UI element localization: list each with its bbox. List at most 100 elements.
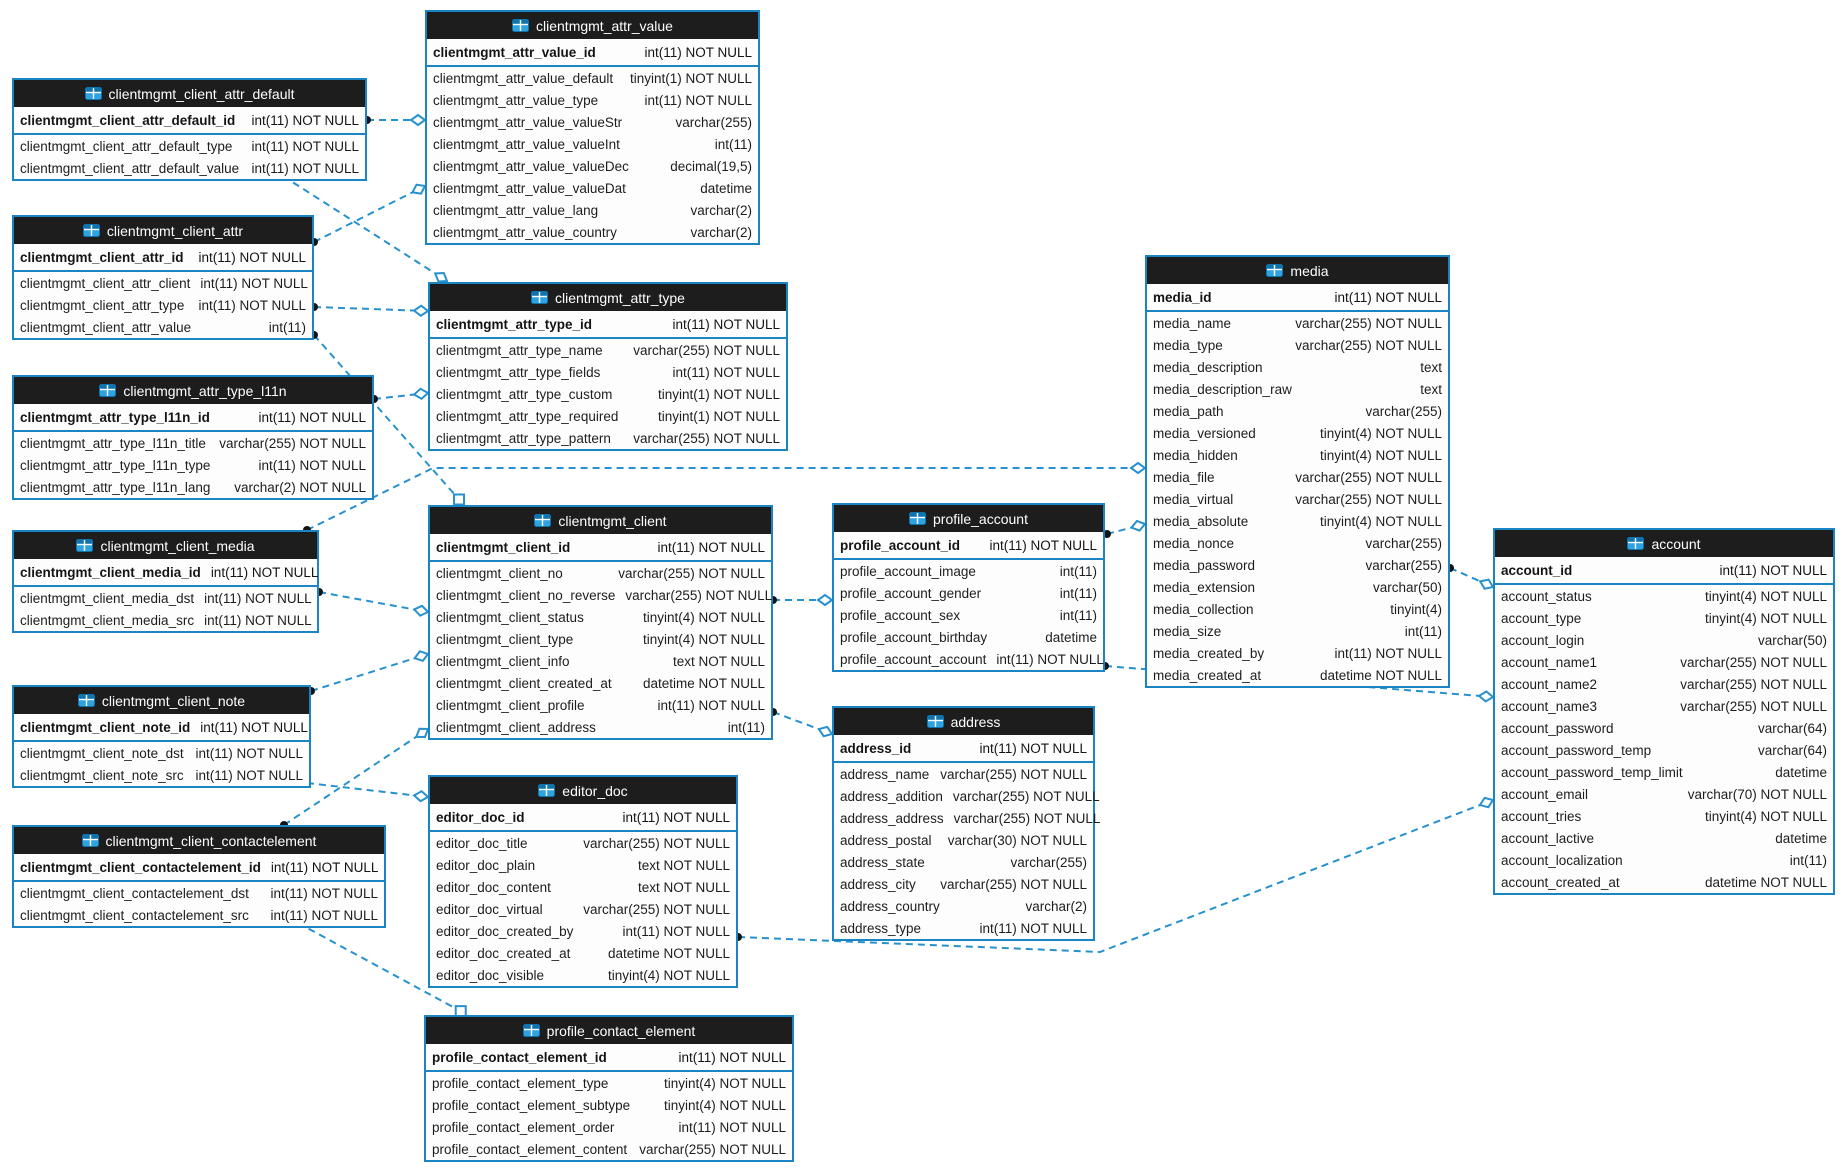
relationship-clientmgmt_client_attr-to-clientmgmt_attr_type[interactable] [310,303,430,317]
connector-diamond [816,593,834,607]
field-name: clientmgmt_attr_value_lang [433,202,599,218]
table-header[interactable]: clientmgmt_attr_type_l11n [14,377,372,404]
table-header[interactable]: clientmgmt_client_note [14,687,309,714]
table-icon [77,694,95,707]
field-type: text NOT NULL [637,879,730,895]
relationship-clientmgmt_client_note-to-clientmgmt_client[interactable] [307,650,430,695]
relationship-line[interactable] [310,653,429,692]
table-header[interactable]: media [1147,257,1448,284]
relationship-line[interactable] [313,334,464,505]
relationship-line[interactable] [313,306,429,312]
relationship-line[interactable] [373,392,429,400]
relationship-clientmgmt_client_attr_default-to-clientmgmt_attr_value[interactable] [363,113,427,127]
relationship-media-to-account[interactable] [1446,564,1495,590]
field-type: int(11) NOT NULL [657,697,765,713]
relationship-line[interactable] [282,175,448,282]
table-header[interactable]: account [1495,530,1833,557]
relationship-line[interactable] [306,467,1145,531]
table-header[interactable]: profile_account [834,505,1103,532]
table-clientmgmt_client_contactelement[interactable]: clientmgmt_client_contactelement clientmg… [12,825,386,928]
relationship-clientmgmt_client_media-to-clientmgmt_client[interactable] [315,588,430,617]
relationship-line[interactable] [318,591,429,613]
table-header[interactable]: clientmgmt_client_contactelement [14,827,384,854]
field-type: varchar(255) NOT NULL [1680,654,1827,670]
table-header[interactable]: editor_doc [430,777,736,804]
relationship-line[interactable] [313,185,426,243]
field-type: tinyint(4) NOT NULL [1704,808,1827,824]
relationship-clientmgmt_client-to-profile_account[interactable] [769,593,834,607]
connector-diamond [413,650,430,663]
field-type: varchar(255) [1365,535,1442,551]
relationship-clientmgmt_client_attr-to-clientmgmt_attr_value[interactable] [310,183,427,246]
table-header[interactable]: clientmgmt_client_media [14,532,317,559]
field-name: media_path [1153,403,1224,419]
field-name: profile_account_birthday [840,629,988,645]
field-name: clientmgmt_client_no [436,565,563,581]
field-name: profile_contact_element_subtype [432,1097,631,1113]
table-icon [81,834,99,847]
field-name: account_tries [1501,808,1582,824]
table-header[interactable]: clientmgmt_client_attr_default [14,80,365,107]
pk-field-type: int(11) NOT NULL [989,537,1097,553]
field-name: media_size [1153,623,1222,639]
table-header[interactable]: clientmgmt_client_attr [14,217,312,244]
table-clientmgmt_client_attr[interactable]: clientmgmt_client_attr clientmgmt_client_… [12,215,314,340]
connector-diamond [433,271,449,283]
relationship-line[interactable] [283,728,429,826]
relationship-profile_account-to-media[interactable] [1103,519,1147,538]
field-name: profile_account_gender [840,585,982,601]
table-header[interactable]: clientmgmt_client [430,507,771,534]
table-clientmgmt_attr_type[interactable]: clientmgmt_attr_type clientmgmt_attr_type… [428,282,788,451]
relationship-clientmgmt_client_note-to-editor_doc[interactable] [303,779,430,803]
table-icon [84,87,102,100]
table-header[interactable]: clientmgmt_attr_type [430,284,786,311]
field-type: int(11) NOT NULL [200,275,308,291]
field-type: text [1420,381,1442,397]
relationship-line[interactable] [737,799,1494,954]
table-icon [926,715,944,728]
table-header[interactable]: profile_contact_element [426,1017,792,1044]
table-header[interactable]: address [834,708,1093,735]
field-type: tinyint(1) NOT NULL [657,386,780,402]
relationship-line[interactable] [297,922,467,1015]
pk-field-type: int(11) NOT NULL [622,809,730,825]
table-clientmgmt_attr_value[interactable]: clientmgmt_attr_value clientmgmt_attr_val… [425,10,760,245]
field-type: text NOT NULL [672,653,765,669]
table-header[interactable]: clientmgmt_attr_value [427,12,758,39]
field-name: clientmgmt_client_note_src [20,767,184,783]
pk-field-type: int(11) NOT NULL [657,539,765,555]
relationship-line[interactable] [1106,523,1146,535]
table-clientmgmt_client_note[interactable]: clientmgmt_client_note clientmgmt_client_… [12,685,311,788]
table-profile_contact_element[interactable]: profile_contact_element profile_contact_e… [424,1015,794,1162]
pk-field-name: address_id [840,740,912,756]
relationship-clientmgmt_client-to-address[interactable] [769,708,834,738]
field-type: int(11) [1059,563,1097,579]
relationship-line[interactable] [306,782,429,798]
relationship-clientmgmt_attr_type_l11n-to-clientmgmt_attr_type[interactable] [370,387,430,403]
